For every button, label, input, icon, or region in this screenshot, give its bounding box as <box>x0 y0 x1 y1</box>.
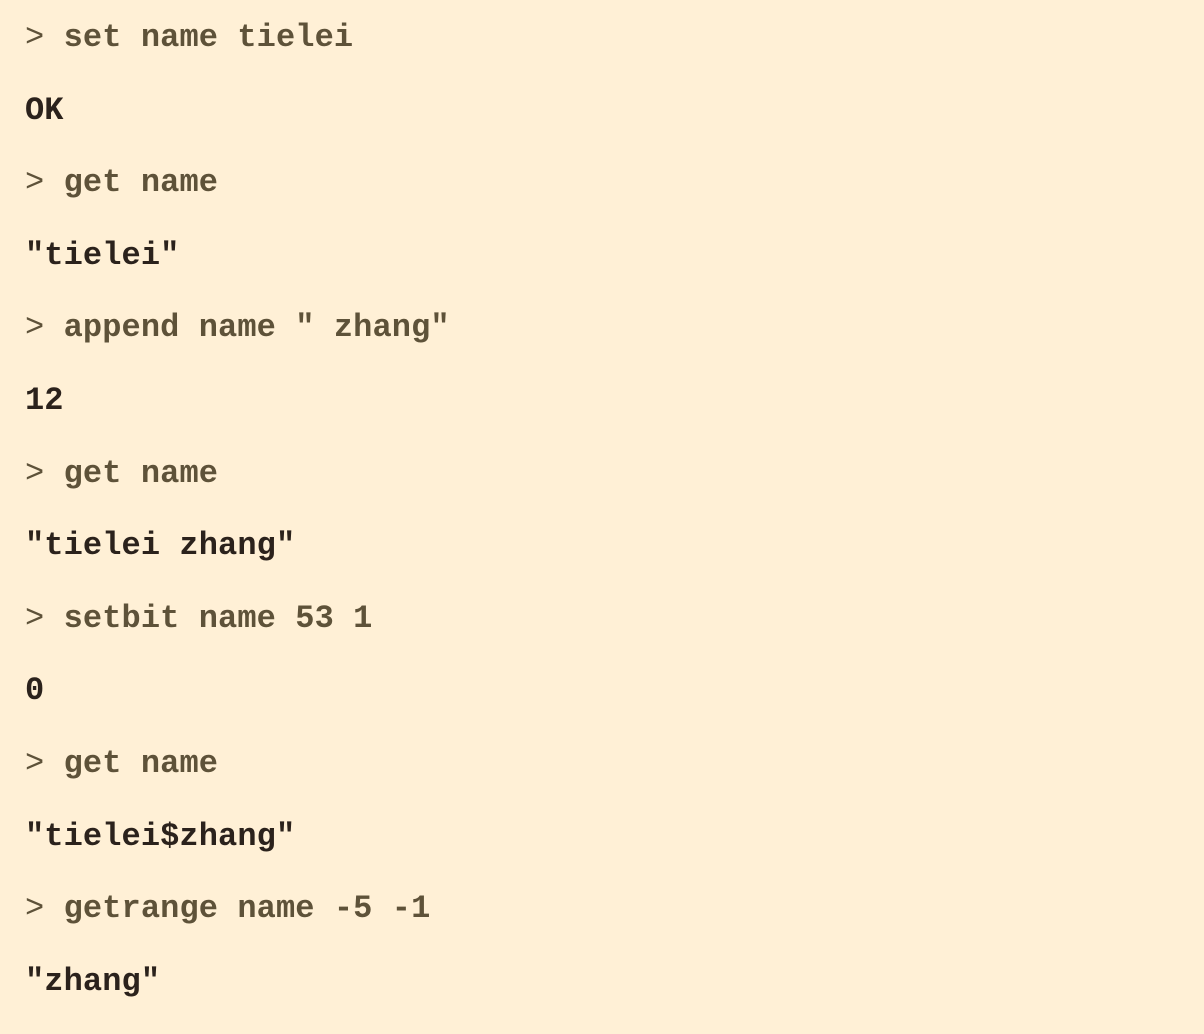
output-line: "tielei" <box>25 236 180 274</box>
command-text: append name " zhang" <box>63 309 450 347</box>
command-text: get name <box>63 454 219 492</box>
command-line: > get name <box>25 454 1204 527</box>
command-line: > append name " zhang" <box>25 308 1204 381</box>
command-line: > getrange name -5 -1 <box>25 889 1204 962</box>
prompt-symbol: > <box>25 454 45 492</box>
output-line: 12 <box>25 381 64 419</box>
output-line: 0 <box>25 672 45 710</box>
command-text: setbit name 53 1 <box>63 599 373 637</box>
prompt-symbol: > <box>25 744 45 782</box>
command-text: getrange name -5 -1 <box>63 890 431 928</box>
output-line: OK <box>25 91 64 129</box>
output-line: "tielei$zhang" <box>25 817 296 855</box>
command-text: set name tielei <box>63 19 354 56</box>
output-line: "tielei zhang" <box>25 527 296 565</box>
prompt-symbol: > <box>25 164 45 202</box>
command-line: > get name <box>25 163 1204 236</box>
prompt-symbol: > <box>25 19 45 56</box>
command-line: > set name tielei <box>25 18 1204 91</box>
prompt-symbol: > <box>25 599 45 637</box>
command-line: > setbit name 53 1 <box>25 599 1204 672</box>
prompt-symbol: > <box>25 309 45 347</box>
command-text: get name <box>63 744 219 782</box>
output-line: "zhang" <box>25 962 161 1000</box>
prompt-symbol: > <box>25 890 45 928</box>
command-line: > get name <box>25 744 1204 817</box>
command-text: get name <box>63 164 219 202</box>
